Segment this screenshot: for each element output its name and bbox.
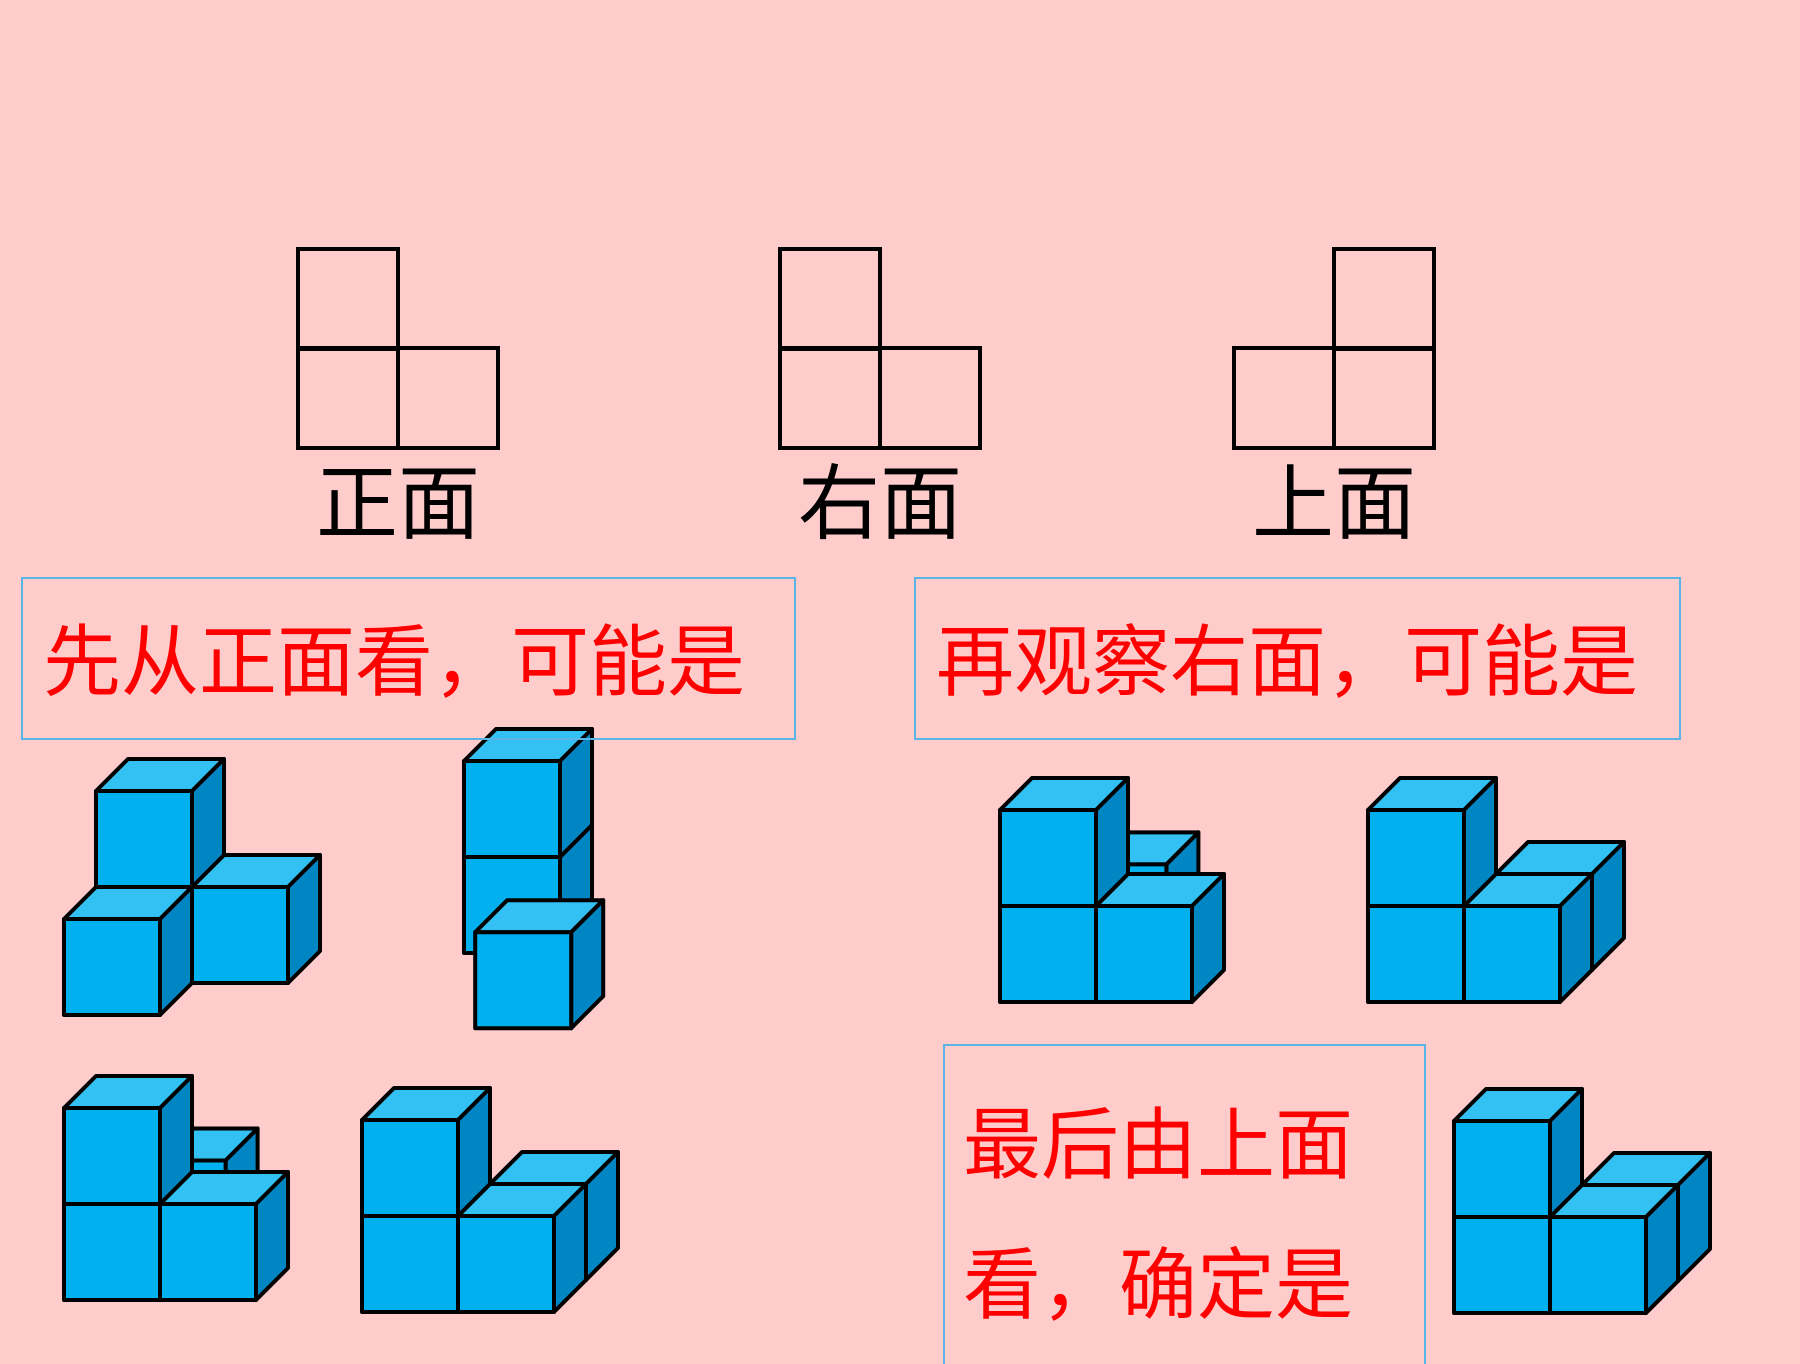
unit-cube [1366, 776, 1498, 908]
top-view-label: 上面 [1251, 457, 1416, 552]
unit-cube [473, 898, 606, 1031]
prompt-step2-text: 再观察右面，可能是 [936, 618, 1639, 708]
structure-front-option-2 [462, 727, 606, 1031]
unit-cube [998, 776, 1130, 908]
unit-cube [1094, 872, 1226, 1004]
unit-cube [94, 757, 226, 889]
cube-front-face [1366, 808, 1466, 908]
top-view-grid [1232, 247, 1436, 450]
prompt-box-step2: 再观察右面，可能是 [914, 577, 1681, 740]
cube-front-face [360, 1214, 460, 1314]
cube-front-face [1452, 1215, 1552, 1315]
prompt-step3-line2: 看，确定是 [963, 1241, 1354, 1331]
unit-cube [462, 727, 594, 859]
cube-front-face [1452, 1119, 1552, 1219]
structure-final-answer [1452, 1087, 1712, 1315]
structure-right-option-1 [998, 776, 1226, 1004]
cube-front-face [1094, 904, 1194, 1004]
unit-cube [1548, 1183, 1680, 1315]
cube-front-face [360, 1118, 460, 1218]
unit-cube [62, 885, 194, 1017]
unit-cube [360, 1086, 492, 1218]
prompt-step3-line1: 最后由上面 [963, 1101, 1354, 1191]
prompt-box-step1: 先从正面看，可能是 [21, 577, 796, 740]
cube-front-face [998, 808, 1098, 908]
unit-cube [158, 1170, 290, 1302]
structure-front-option-3 [62, 1074, 290, 1302]
cube-front-face [998, 904, 1098, 1004]
cube-front-face [462, 759, 562, 859]
cube-front-face [94, 789, 194, 889]
right-view-grid [778, 247, 982, 450]
unit-cube [1462, 872, 1594, 1004]
cube-front-face [1462, 904, 1562, 1004]
cube-front-face [62, 1106, 162, 1206]
prompt-box-step3: 最后由上面 看，确定是 [943, 1044, 1426, 1364]
unit-cube [62, 1074, 194, 1206]
unit-cube [190, 853, 322, 985]
structure-front-option-4 [360, 1086, 620, 1314]
unit-cube [1452, 1087, 1584, 1219]
cube-front-face [62, 917, 162, 1017]
prompt-step1-text: 先从正面看，可能是 [43, 618, 746, 708]
right-view-label: 右面 [797, 457, 962, 552]
unit-cube [456, 1182, 588, 1314]
cube-front-face [1366, 904, 1466, 1004]
cube-front-face [62, 1202, 162, 1302]
front-view-label: 正面 [315, 457, 480, 552]
cube-front-face [456, 1214, 556, 1314]
structure-front-option-1 [62, 757, 322, 1017]
cube-front-face [190, 885, 290, 985]
cube-front-face [1548, 1215, 1648, 1315]
front-view-grid [296, 247, 500, 450]
cube-front-face [473, 930, 574, 1031]
cube-front-face [158, 1202, 258, 1302]
structure-right-option-2 [1366, 776, 1626, 1004]
